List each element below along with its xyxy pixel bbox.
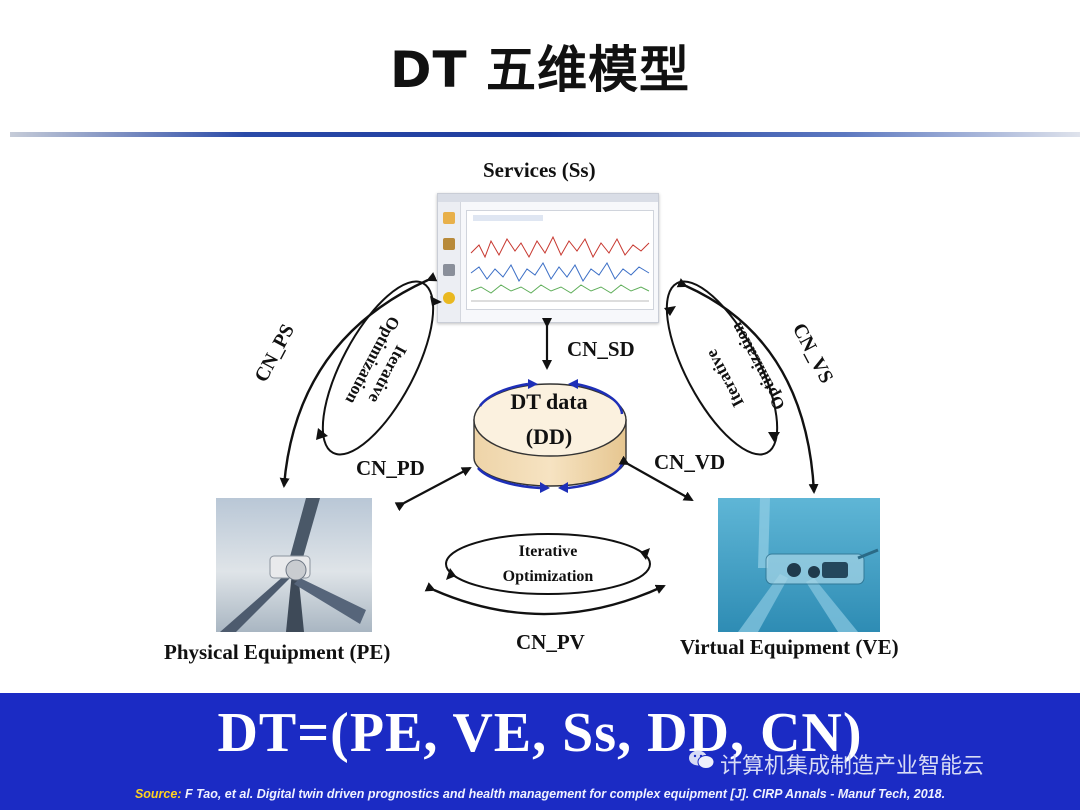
source-citation: Source: F Tao, et al. Digital twin drive… [0, 787, 1080, 801]
bottom-loop-optimization: Optimization [478, 566, 618, 588]
virtual-equipment-label: Virtual Equipment (VE) [680, 635, 899, 660]
physical-equipment-label: Physical Equipment (PE) [164, 640, 390, 665]
connection-arrows [0, 0, 1080, 700]
wechat-icon [688, 748, 716, 772]
watermark-text: 计算机集成制造产业智能云 [720, 748, 984, 780]
bottom-loop-iterative: Iterative [488, 541, 608, 563]
source-key: Source: [135, 787, 182, 801]
cn-sd-label: CN_SD [567, 337, 635, 362]
cn-pv-label: CN_PV [516, 630, 585, 655]
source-text: F Tao, et al. Digital twin driven progno… [182, 787, 946, 801]
arc-cn-pv [434, 586, 664, 614]
cn-vd-label: CN_VD [654, 450, 725, 475]
cn-pd-label: CN_PD [356, 456, 425, 481]
